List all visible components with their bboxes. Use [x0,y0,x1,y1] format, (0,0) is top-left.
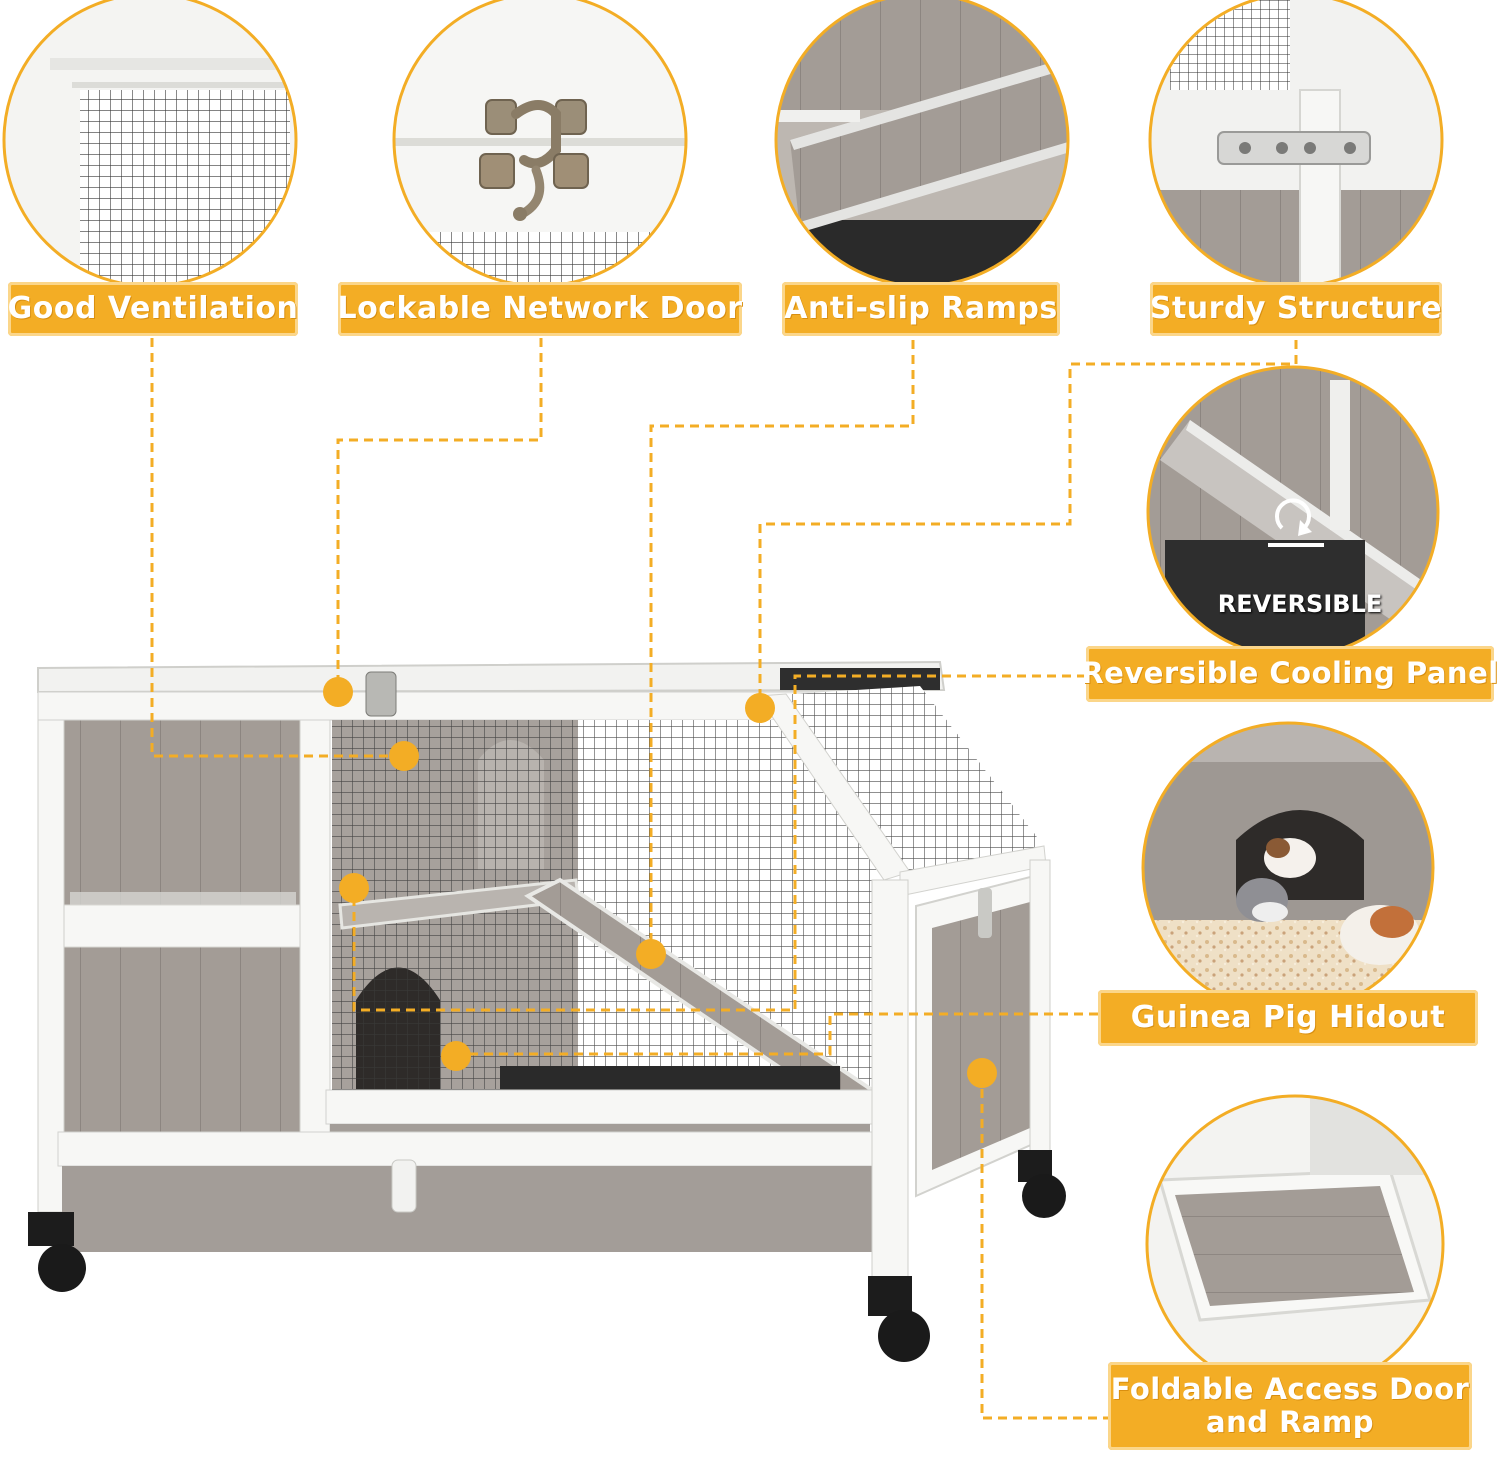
caster-wheel [1018,1150,1066,1218]
label-anti-slip-ramps: Anti-slip Ramps [782,282,1060,336]
marker-dot [967,1058,997,1088]
label-foldable-access-door-line2: and Ramp [1206,1405,1374,1439]
label-foldable-access-door: Foldable Access Door and Ramp [1108,1362,1472,1450]
caster-wheel [868,1276,930,1362]
reverse-arrow-icon [1268,498,1324,547]
hutch-body [28,660,1066,1362]
ventilation-closeup [4,0,296,286]
marker-dot [339,873,369,903]
leader-lines [150,338,1298,1420]
marker-dot [745,693,775,723]
marker-dot [441,1041,471,1071]
marker-dots [323,677,997,1088]
marker-dot [636,939,666,969]
latch-closeup [394,0,686,286]
label-foldable-access-door-line1: Foldable Access Door [1110,1371,1470,1406]
label-sturdy-structure: Sturdy Structure [1150,282,1442,336]
label-lockable-network-door: Lockable Network Door [338,282,742,336]
marker-dot [389,741,419,771]
label-good-ventilation: Good Ventilation [8,282,298,336]
caster-wheel [28,1212,86,1292]
reversible-badge: REVERSIBLE [1217,590,1383,618]
access-door-closeup [1147,1096,1443,1392]
label-guinea-pig-hidout: Guinea Pig Hidout [1098,990,1478,1046]
label-reversible-cooling-panel: Reversible Cooling Panel [1081,646,1498,702]
marker-dot [323,677,353,707]
